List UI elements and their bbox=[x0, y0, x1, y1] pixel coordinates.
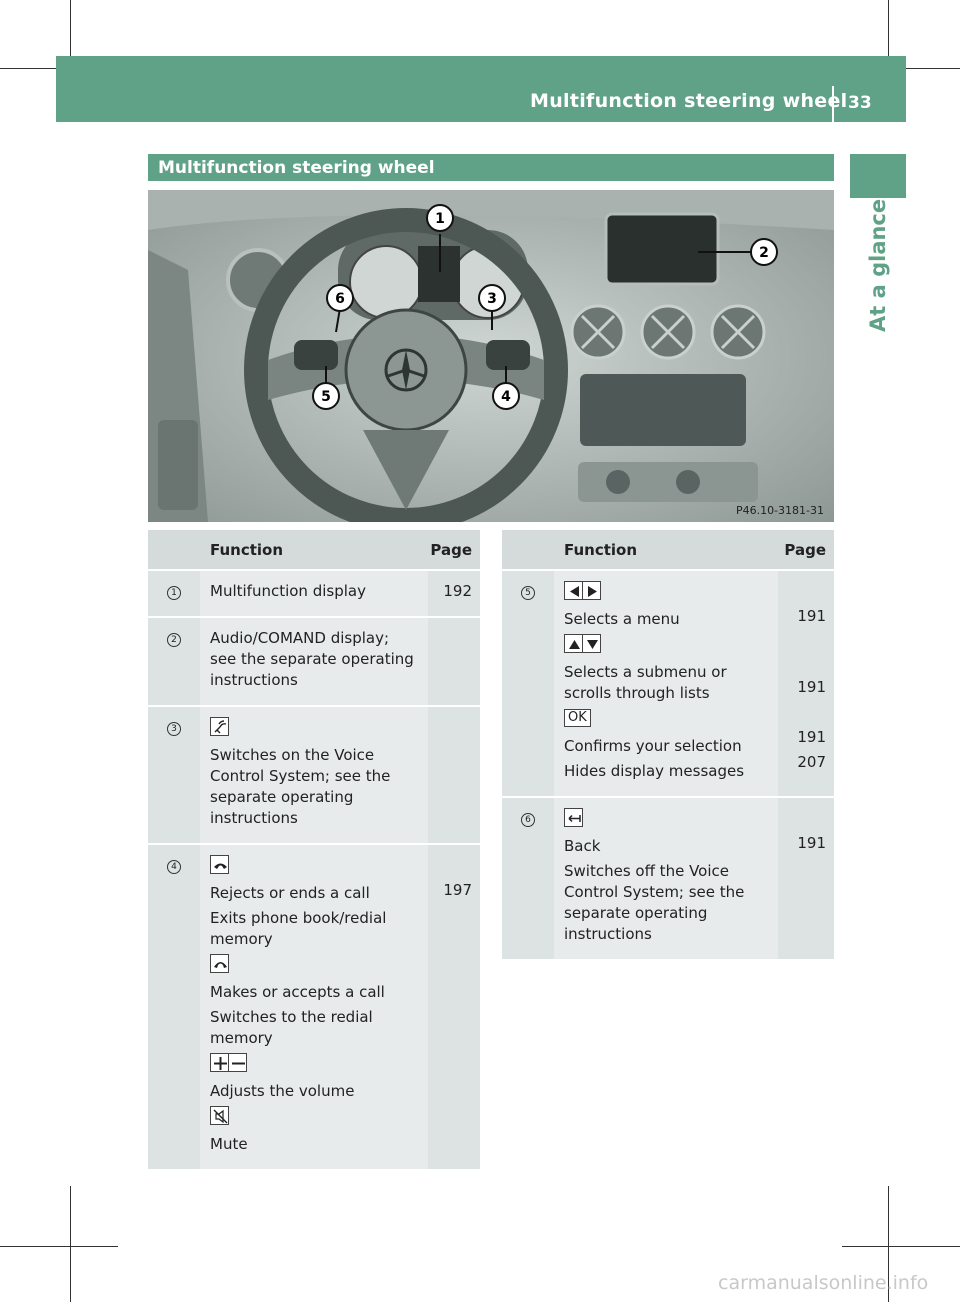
callout-5: 5 bbox=[312, 382, 340, 410]
table-row: 3 Switches on the Voice Control System; … bbox=[148, 706, 480, 845]
page-ref: 191 bbox=[797, 728, 826, 746]
svg-text:6: 6 bbox=[335, 291, 345, 307]
plus-icon bbox=[210, 1053, 229, 1072]
header-title: Multifunction steering wheel bbox=[530, 90, 848, 112]
phone-accept-icon bbox=[210, 954, 229, 973]
right-arrow-icon bbox=[582, 581, 601, 600]
section-title: Multifunction steering wheel bbox=[158, 158, 435, 178]
item-number: 3 bbox=[167, 722, 181, 736]
left-arrow-icon bbox=[564, 581, 583, 600]
side-tab bbox=[850, 154, 906, 198]
callout-3: 3 bbox=[478, 284, 506, 312]
header-page: Page bbox=[428, 530, 480, 571]
crop-mark bbox=[888, 1186, 889, 1302]
voice-control-icon bbox=[210, 717, 229, 736]
crop-mark bbox=[842, 1246, 960, 1247]
back-icon bbox=[564, 808, 583, 827]
page-ref: 191 bbox=[797, 834, 826, 852]
page-ref: 192 bbox=[443, 582, 472, 600]
page-ref: 191 bbox=[797, 607, 826, 625]
callout-6: 6 bbox=[326, 284, 354, 312]
ok-key-icon: OK bbox=[564, 708, 591, 727]
table-row: 6 Back Switches off the Voice Control Sy… bbox=[502, 797, 834, 961]
watermark: carmanualsonline.info bbox=[718, 1272, 929, 1294]
header-band bbox=[56, 56, 906, 122]
header-separator bbox=[832, 86, 834, 122]
svg-text:4: 4 bbox=[501, 389, 511, 405]
down-arrow-icon bbox=[582, 634, 601, 653]
callout-4: 4 bbox=[492, 382, 520, 410]
header-page: Page bbox=[777, 530, 834, 571]
svg-text:3: 3 bbox=[487, 291, 497, 307]
item-number: 4 bbox=[167, 860, 181, 874]
function-table-left: Function Page 1 Multifunction display 19… bbox=[148, 530, 480, 1171]
item-number: 1 bbox=[167, 586, 181, 600]
page-ref: 207 bbox=[797, 753, 826, 771]
page-ref: 191 bbox=[797, 678, 826, 696]
header-function: Function bbox=[200, 530, 429, 571]
page-ref: 197 bbox=[443, 881, 472, 899]
item-number: 5 bbox=[521, 586, 535, 600]
side-tab-label: At a glance bbox=[866, 198, 890, 332]
table-row: 4 Rejects or ends a call Exits phone boo… bbox=[148, 844, 480, 1171]
header-function: Function bbox=[554, 530, 778, 571]
end-call-icon bbox=[210, 855, 229, 874]
up-arrow-icon bbox=[564, 634, 583, 653]
figure-code: P46.10-3181-31 bbox=[736, 504, 824, 517]
minus-icon bbox=[228, 1053, 247, 1072]
svg-text:2: 2 bbox=[759, 245, 769, 261]
mute-icon bbox=[210, 1106, 229, 1125]
svg-text:5: 5 bbox=[321, 389, 331, 405]
callout-markers: 1 2 3 4 5 6 bbox=[312, 204, 778, 410]
item-number: 6 bbox=[521, 813, 535, 827]
section-bar bbox=[148, 154, 834, 181]
function-table-right: Function Page 5 Selects a menu Selects a… bbox=[502, 530, 834, 961]
table-row: 5 Selects a menu Selects a submenu or sc… bbox=[502, 570, 834, 798]
callout-1: 1 bbox=[426, 204, 454, 232]
svg-text:1: 1 bbox=[435, 211, 445, 227]
crop-mark bbox=[0, 1246, 118, 1247]
table-row: 2 Audio/COMAND display; see the separate… bbox=[148, 617, 480, 707]
item-number: 2 bbox=[167, 633, 181, 647]
crop-mark bbox=[70, 1186, 71, 1302]
callout-2: 2 bbox=[750, 238, 778, 266]
table-row: 1 Multifunction display 192 bbox=[148, 570, 480, 618]
page-number: 33 bbox=[848, 93, 872, 113]
steering-wheel-photo: 1 2 3 4 5 6 P46.10-3181-31 bbox=[148, 190, 834, 522]
